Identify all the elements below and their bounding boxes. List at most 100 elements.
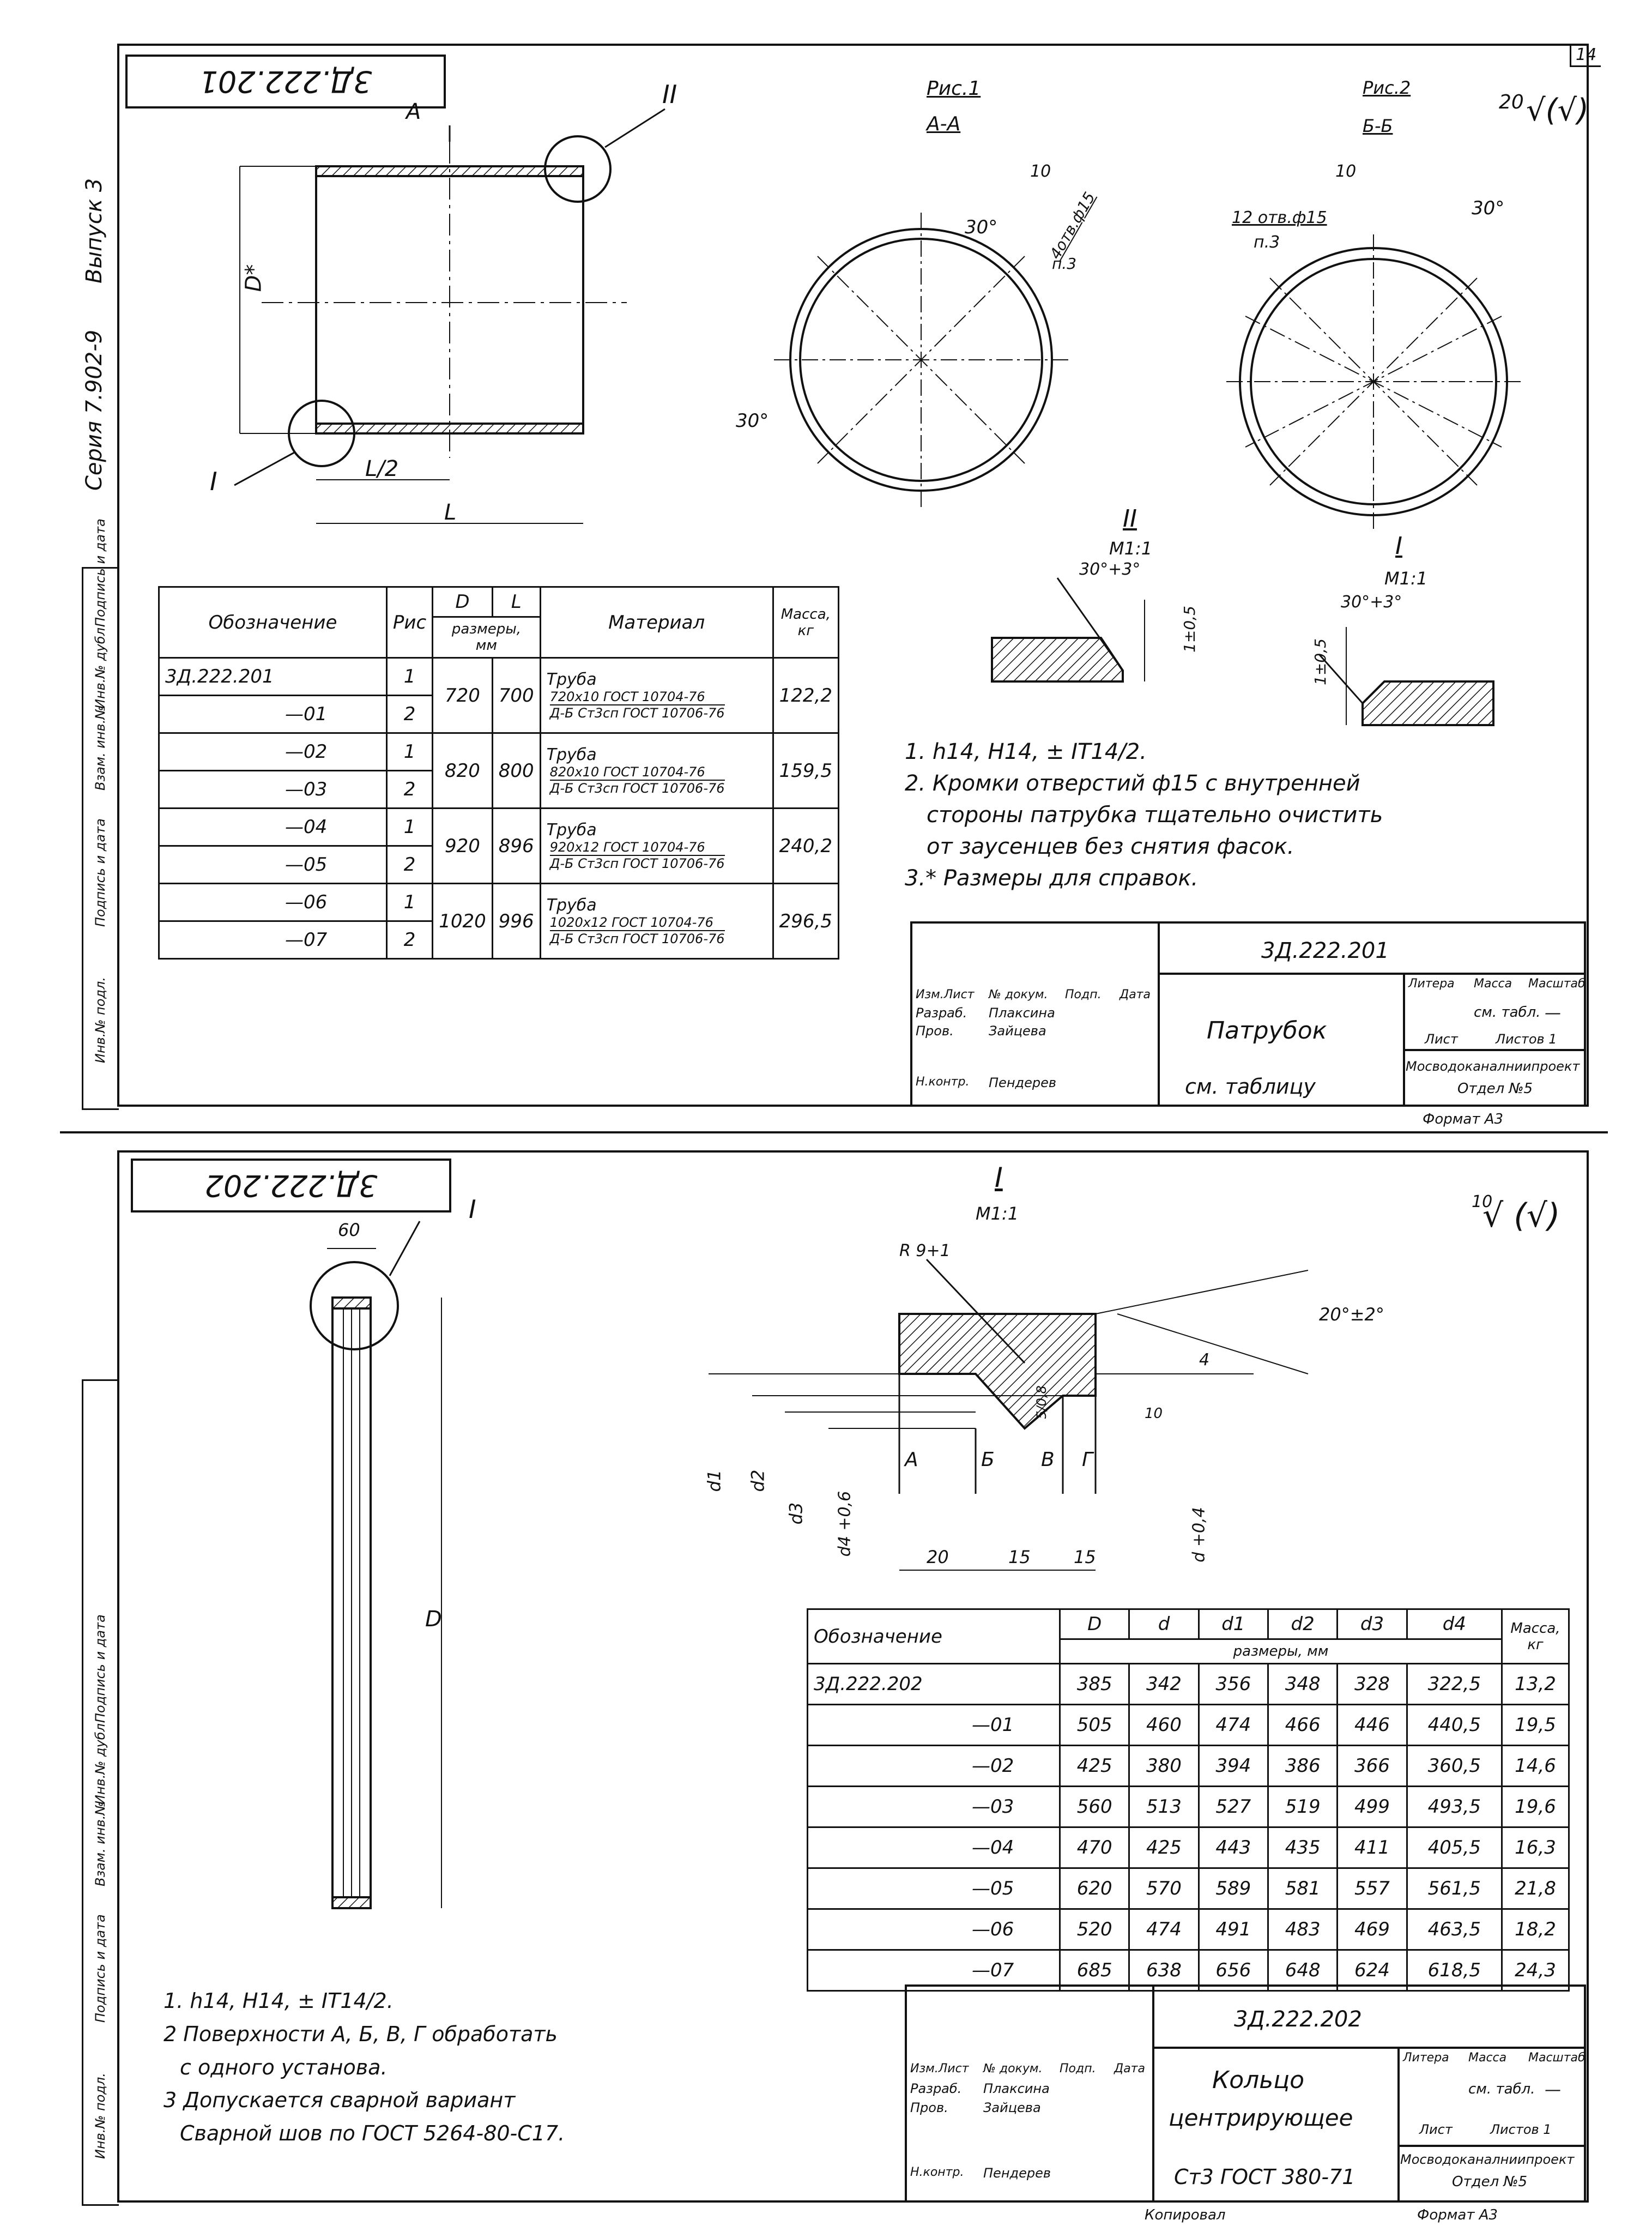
cell-D: 720 <box>432 657 493 734</box>
bth-dims: размеры, мм <box>1059 1638 1503 1664</box>
ring-profile <box>898 1313 1097 1430</box>
cell-mass: 19,5 <box>1501 1704 1570 1746</box>
top-note-5: 3.* Размеры для справок. <box>905 866 1199 891</box>
tb-top-dept: Отдел №5 <box>1457 1081 1533 1097</box>
top-note-2: 2. Кромки отверстий ф15 с внутренней <box>905 771 1360 796</box>
cell-value: 474 <box>1128 1908 1200 1951</box>
surface-A: А <box>905 1449 918 1471</box>
tb-top-scale-val: — <box>1545 1004 1561 1023</box>
cell-value: 491 <box>1197 1908 1269 1951</box>
material-top: 720х10 ГОСТ 10704-76 <box>549 689 725 705</box>
cell-designation: —03 <box>158 770 388 809</box>
bth-mass: Масса, кг <box>1501 1608 1570 1664</box>
tb-bottom-scale-val: — <box>1545 2080 1561 2100</box>
cell-designation: —04 <box>158 807 388 847</box>
cell-value: 469 <box>1336 1908 1408 1951</box>
callout-circle-I-bottom <box>310 1261 399 1350</box>
th-fig: Рис <box>385 586 434 659</box>
roughness-bottom: 10 <box>1472 1192 1493 1211</box>
tb-bottom-r-nk-name: Пендерев <box>983 2165 1051 2181</box>
bottom-note-2: 2 Поверхности А, Б, В, Г обработать <box>164 2022 558 2046</box>
tb-bottom-h-doc: № докум. <box>983 2062 1043 2076</box>
detail-I-title: I <box>1395 532 1402 560</box>
cell-fig: 2 <box>385 845 434 884</box>
tb-bottom-dept: Отдел №5 <box>1452 2174 1528 2190</box>
cell-designation: 3Д.222.201 <box>158 657 388 696</box>
bth-d: d <box>1128 1608 1200 1640</box>
tb-top-mass-val: см. табл. <box>1474 1004 1541 1021</box>
cell-value: 386 <box>1267 1745 1339 1787</box>
bottom-note-5: Сварной шов по ГОСТ 5264-80-С17. <box>180 2121 565 2146</box>
cell-value: 443 <box>1197 1826 1269 1869</box>
sheet-number: 14 <box>1570 45 1601 67</box>
bottom-d: d +0,4 <box>1189 1507 1209 1563</box>
bottom-detail-title: I <box>995 1162 1003 1193</box>
cell-value: 463,5 <box>1406 1908 1503 1951</box>
tb-top-r-nk-name: Пендерев <box>989 1075 1057 1090</box>
tb-top-name: Патрубок <box>1207 1017 1327 1045</box>
material-top: 1020х12 ГОСТ 10704-76 <box>549 915 725 931</box>
cell-mass: 13,2 <box>1501 1663 1570 1705</box>
detail-I-angle: 30°+3° <box>1341 593 1402 612</box>
cell-value: 620 <box>1058 1867 1130 1910</box>
tb-top-h-doc: № докум. <box>989 988 1048 1002</box>
tb-bottom-h-mass: Масса <box>1468 2051 1507 2065</box>
tb-bottom-mass-val: см. табл. <box>1468 2081 1535 2097</box>
top-note-4: от заусенцев без снятия фасок. <box>927 834 1294 859</box>
cell-value: 440,5 <box>1406 1704 1503 1746</box>
binding-label: Взам. инв.№ <box>93 1801 108 1886</box>
tb-top-r-dev: Разраб. <box>916 1005 967 1021</box>
cell-L: 996 <box>491 883 541 960</box>
top-sheet-frame <box>117 44 1589 1107</box>
roughness-symbol-bottom: √ (√) <box>1482 1197 1560 1235</box>
tb-top-r-chk-name: Зайцева <box>989 1023 1046 1039</box>
tb-top-sheet: Лист <box>1425 1031 1458 1047</box>
cell-mass: 14,6 <box>1501 1745 1570 1787</box>
cell-mass: 18,2 <box>1501 1908 1570 1951</box>
cell-value: 557 <box>1336 1867 1408 1910</box>
bottom-d2: d2 <box>747 1469 768 1492</box>
cell-value: 493,5 <box>1406 1785 1503 1828</box>
bottom-dim10: 10 <box>1145 1405 1163 1422</box>
fig2-hole-note: 12 отв.ф15 <box>1232 208 1327 227</box>
cell-value: 527 <box>1197 1785 1269 1828</box>
surface-B: Б <box>981 1449 995 1471</box>
cell-designation: —05 <box>158 845 388 884</box>
bottom-dim-s: 5/0,8 <box>1033 1385 1049 1419</box>
cell-value: 411 <box>1336 1826 1408 1869</box>
th-mass: Масса, кг <box>772 586 840 659</box>
tb-top-h-change: Изм.Лист <box>916 988 975 1002</box>
binding-label: Подпись и дата <box>93 518 108 627</box>
cell-value: 446 <box>1336 1704 1408 1746</box>
top-note-1: 1. h14, H14, ± IT14/2. <box>905 739 1147 764</box>
tb-top-org: Мосводоканалниипроект <box>1406 1059 1580 1074</box>
cell-value: 328 <box>1336 1663 1408 1705</box>
cell-value: 581 <box>1267 1867 1339 1910</box>
cell-value: 460 <box>1128 1704 1200 1746</box>
material-prefix: Труба <box>546 821 597 840</box>
cell-value: 519 <box>1267 1785 1339 1828</box>
bottom-spec-table: Обозначение D d d1 d2 d3 d4 Масса, кг ра… <box>807 1608 1570 1992</box>
fig1-dim10: 10 <box>1030 162 1051 181</box>
top-spec-table: Обозначение Рис D L Материал Масса, кг р… <box>158 586 840 960</box>
cell-value: 560 <box>1058 1785 1130 1828</box>
material-bottom: Д-Б Ст3сп ГОСТ 10706-76 <box>549 705 725 721</box>
material-top: 920х12 ГОСТ 10704-76 <box>549 840 725 856</box>
cell-value: 360,5 <box>1406 1745 1503 1787</box>
bth-designation: Обозначение <box>807 1608 1061 1664</box>
cell-value: 513 <box>1128 1785 1200 1828</box>
copied-label: Копировал <box>1145 2207 1226 2223</box>
tb-bottom-h-date: Дата <box>1114 2062 1145 2076</box>
tb-top-h-scale: Масштаб <box>1528 977 1586 991</box>
cell-fig: 2 <box>385 770 434 809</box>
binding-label: Подпись и дата <box>93 818 108 927</box>
cell-designation: —06 <box>807 1908 1061 1951</box>
